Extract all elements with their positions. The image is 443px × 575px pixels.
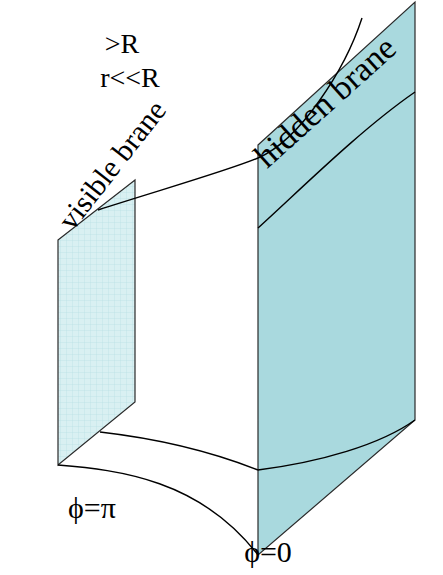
bulk-curve bbox=[258, 420, 415, 470]
scale-note: r<<R bbox=[100, 64, 160, 92]
coordinate-label: ϕ=0 bbox=[244, 537, 292, 567]
bulk-curve bbox=[100, 432, 258, 470]
scale-note: >R bbox=[105, 30, 139, 58]
bulk-curve bbox=[58, 465, 258, 555]
coordinate-label: ϕ=π bbox=[68, 493, 116, 523]
